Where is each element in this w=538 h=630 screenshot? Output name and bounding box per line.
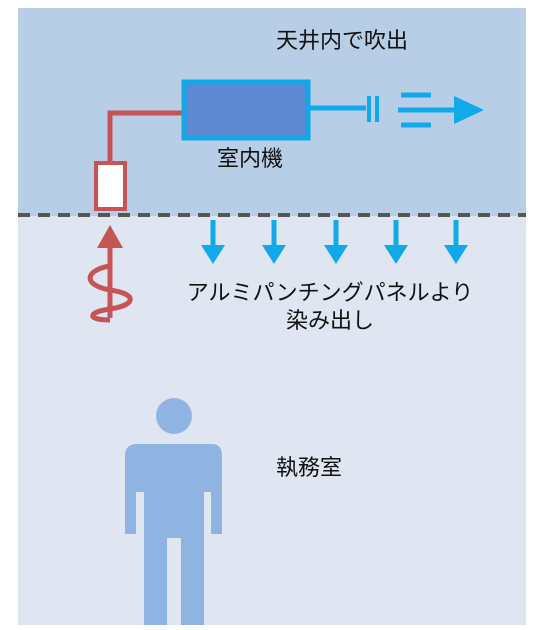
office-space	[18, 216, 526, 625]
panel-label: アルミパンチングパネルより 染み出し	[180, 280, 480, 335]
up-arrow-icon	[97, 225, 123, 248]
horizontal-outlet-icon	[454, 96, 484, 124]
panel-label-line-1: アルミパンチングパネルより	[186, 281, 474, 306]
down-arrow-icon	[444, 220, 468, 264]
down-arrow-icon	[324, 220, 348, 264]
ceiling-outlet-label: 天井内で吹出	[276, 29, 409, 54]
airflow-arrows	[201, 220, 468, 264]
indoor-unit-label: 室内機	[216, 147, 283, 172]
coil-icon	[87, 263, 133, 323]
down-arrow-icon	[201, 220, 225, 264]
heat-source-box	[94, 161, 127, 211]
office-room-label: 執務室	[276, 456, 343, 481]
person-icon	[125, 398, 222, 625]
supply-pipe	[107, 110, 184, 163]
down-arrow-icon	[262, 220, 286, 264]
panel-label-line-2: 染み出し	[285, 308, 374, 334]
indoor-unit-icon	[181, 79, 311, 141]
down-arrow-icon	[384, 220, 408, 264]
